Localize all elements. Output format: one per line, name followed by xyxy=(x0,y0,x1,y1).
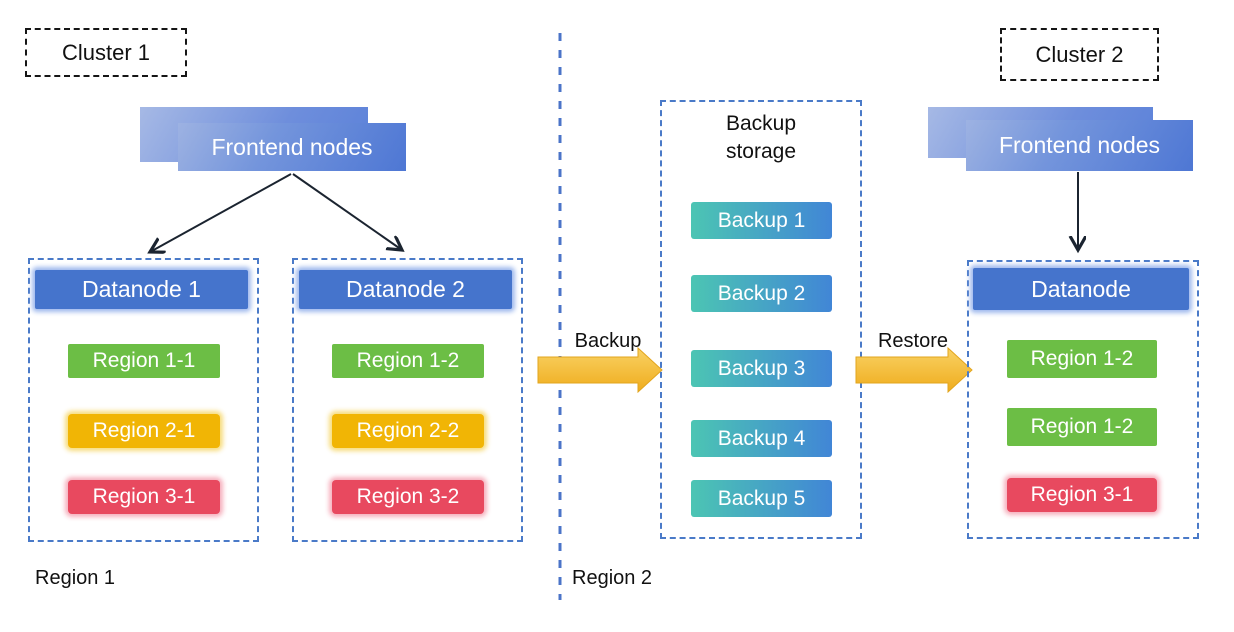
datanode-right-header: Datanode xyxy=(973,268,1189,310)
region1-footer-label: Region 1 xyxy=(35,567,116,589)
region-chip: Region 1-2 xyxy=(1007,408,1157,446)
region-label: Region 2-1 xyxy=(92,419,196,442)
frontend-right-box: Frontend nodes xyxy=(966,120,1193,171)
cluster1-label-box: Cluster 1 xyxy=(25,28,187,77)
backup-item-label: Backup 1 xyxy=(717,208,806,232)
backup-item-label: Backup 3 xyxy=(717,356,806,380)
datanode1-title: Datanode 1 xyxy=(82,276,201,302)
cluster1-label: Cluster 1 xyxy=(61,39,151,65)
datanode1-container: Datanode 1 Region 1-1 Region 2-1 Region … xyxy=(28,258,259,542)
region-label: Region 1-2 xyxy=(1030,415,1134,438)
frontend-left-label: Frontend nodes xyxy=(211,133,373,160)
region-label: Region 3-2 xyxy=(356,485,460,508)
restore-flow-label: Restore xyxy=(877,330,949,352)
backup-item-label: Backup 4 xyxy=(717,426,806,450)
region-label: Region 2-2 xyxy=(356,419,460,442)
backup-storage-title-line1: Backup xyxy=(725,112,797,135)
arrow-frontend-to-datanode1 xyxy=(150,173,292,252)
region-chip: Region 3-2 xyxy=(332,480,484,514)
datanode1-header: Datanode 1 xyxy=(35,270,248,309)
datanode-right-title: Datanode xyxy=(1031,275,1131,302)
backup-item: Backup 5 xyxy=(691,480,832,517)
datanode2-container: Datanode 2 Region 1-2 Region 2-2 Region … xyxy=(292,258,523,542)
region-label: Region 1-1 xyxy=(92,349,196,372)
region-chip: Region 1-2 xyxy=(1007,340,1157,378)
region-chip: Region 2-2 xyxy=(332,414,484,448)
backup-storage-title-line2: storage xyxy=(725,140,797,163)
region-label: Region 1-2 xyxy=(356,349,460,372)
frontend-right-label: Frontend nodes xyxy=(998,132,1161,158)
region-chip: Region 2-1 xyxy=(68,414,220,448)
backup-item: Backup 3 xyxy=(691,350,832,387)
datanode2-title: Datanode 2 xyxy=(346,276,465,302)
region-chip: Region 1-2 xyxy=(332,344,484,378)
cluster2-label: Cluster 2 xyxy=(1035,41,1124,67)
backup-storage-container: Backup storage Backup 1 Backup 2 Backup … xyxy=(660,100,862,539)
arrow-frontend-to-datanode2 xyxy=(292,173,402,250)
region2-footer-label: Region 2 xyxy=(572,567,653,589)
backup-item-label: Backup 2 xyxy=(717,281,806,305)
region-chip: Region 3-1 xyxy=(68,480,220,514)
datanode-right-container: Datanode Region 1-2 Region 1-2 Region 3-… xyxy=(967,260,1199,539)
cluster2-label-box: Cluster 2 xyxy=(1000,28,1159,81)
backup-item: Backup 2 xyxy=(691,275,832,312)
region-chip: Region 1-1 xyxy=(68,344,220,378)
backup-storage-title: Backup storage xyxy=(662,110,860,166)
region-chip: Region 3-1 xyxy=(1007,478,1157,512)
region-label: Region 1-2 xyxy=(1030,347,1134,370)
restore-arrow-icon xyxy=(855,347,973,393)
frontend-left-box: Frontend nodes xyxy=(178,123,406,171)
backup-arrow-icon xyxy=(537,347,663,393)
backup-item: Backup 1 xyxy=(691,202,832,239)
backup-item: Backup 4 xyxy=(691,420,832,457)
datanode2-header: Datanode 2 xyxy=(299,270,512,309)
region-label: Region 3-1 xyxy=(1030,483,1134,506)
backup-flow-label: Backup xyxy=(574,330,642,352)
backup-item-label: Backup 5 xyxy=(717,486,806,510)
region-label: Region 3-1 xyxy=(92,485,196,508)
